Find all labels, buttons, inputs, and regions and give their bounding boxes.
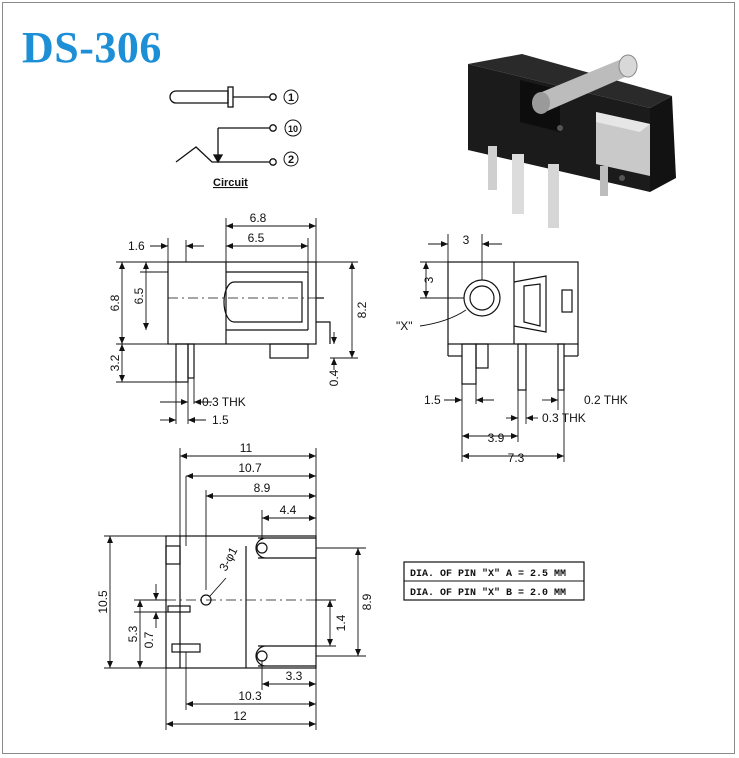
circuit-pin-labels: 1 10 2 Circuit	[213, 89, 302, 189]
spec-table: DIA. OF PIN "X" A = 2.5 MM DIA. OF PIN "…	[403, 561, 585, 601]
dim-11: 11	[240, 441, 253, 455]
dim-10-5: 10.5	[96, 590, 110, 614]
dim-8-2: 8.2	[355, 301, 369, 318]
dim-3-side: 3	[422, 276, 436, 283]
side-view-outline	[167, 261, 331, 383]
dim-6-5-width: 6.5	[248, 231, 265, 245]
circuit-symbol	[169, 86, 277, 166]
dim-4-4: 4.4	[280, 503, 297, 517]
bottom-view-dim-labels: 11 10.7 8.9 4.4 10.5 5.3 0.7 1.4 8.9 3-φ…	[96, 441, 374, 723]
dim-1-6: 1.6	[128, 239, 145, 253]
dim-5-3: 5.3	[126, 625, 140, 642]
part-title: DS-306	[22, 23, 162, 72]
pin-label-2: 2	[288, 154, 294, 166]
dim-8-9-height: 8.9	[360, 593, 374, 610]
dim-3-3: 3.3	[286, 669, 303, 683]
dim-12: 12	[233, 709, 247, 723]
bottom-view-outline	[165, 535, 317, 669]
dim-3-top: 3	[463, 233, 470, 247]
dim-0-3-thk-front: 0.3 THK	[542, 411, 586, 425]
bottom-view-dimensions	[104, 448, 366, 730]
dim-0-7: 0.7	[142, 631, 156, 648]
circuit-pin-shape	[169, 90, 229, 104]
spec-row-b: DIA. OF PIN "X" B = 2.0 MM	[410, 587, 566, 599]
side-view-dim-labels: 6.8 6.5 1.6 6.8 6.5 3.2 8.2 0.4 0.3 THK …	[108, 211, 369, 427]
dim-1-4: 1.4	[334, 614, 348, 631]
dim-6-5-height: 6.5	[132, 287, 146, 304]
front-view-dimensions	[419, 234, 565, 462]
dim-8-9-width: 8.9	[254, 481, 271, 495]
front-view-outline	[447, 261, 579, 391]
dim-7-3: 7.3	[508, 451, 525, 465]
circuit-label: Circuit	[213, 177, 248, 189]
dim-0-3-thk: 0.3 THK	[202, 395, 246, 409]
dim-6-8-width: 6.8	[250, 211, 267, 225]
dim-1-5-front: 1.5	[424, 393, 441, 407]
dim-0-4: 0.4	[327, 369, 341, 386]
hole-note: 3-φ1	[216, 544, 240, 573]
dim-1-5: 1.5	[212, 413, 229, 427]
side-view-dimensions	[116, 218, 358, 424]
dim-0-2-thk: 0.2 THK	[584, 393, 628, 407]
pin-label-1: 1	[288, 92, 294, 104]
dim-10-3: 10.3	[238, 689, 262, 703]
product-photo	[468, 54, 676, 228]
dim-3-2: 3.2	[108, 354, 122, 371]
pin-label-10: 10	[288, 124, 298, 134]
dim-10-7: 10.7	[238, 461, 262, 475]
spec-row-a: DIA. OF PIN "X" A = 2.5 MM	[410, 568, 566, 580]
front-view-dim-labels: 3 3 "X" 1.5 0.2 THK 0.3 THK 3.9 7.3	[396, 233, 628, 465]
dim-3-9: 3.9	[488, 431, 505, 445]
x-pin-label: "X"	[396, 319, 413, 333]
dim-6-8-height: 6.8	[108, 294, 122, 311]
